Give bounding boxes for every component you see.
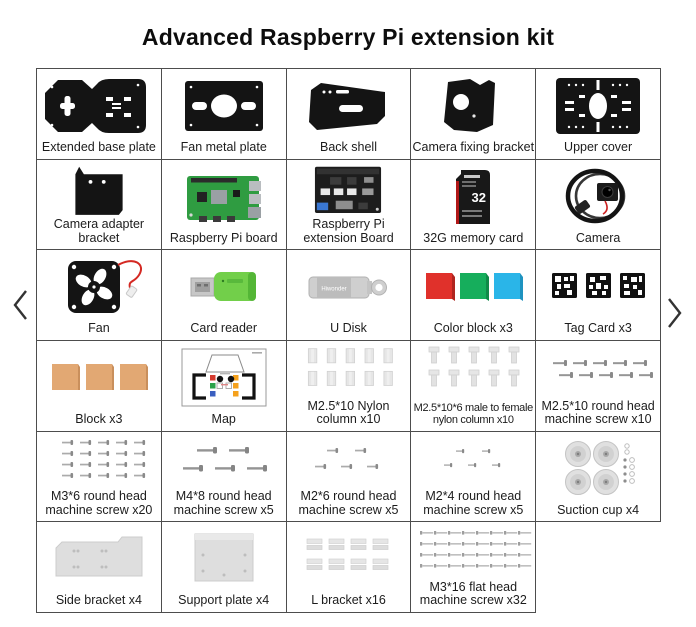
support-plate-image bbox=[162, 522, 286, 594]
m3x6-screw-image bbox=[37, 432, 161, 491]
memory-card-image: 32 bbox=[411, 160, 535, 232]
l-bracket-image bbox=[287, 522, 411, 594]
chevron-left-icon bbox=[13, 290, 27, 320]
kit-item-m2x6-screw: M2*6 round head machine screw x5 bbox=[286, 431, 412, 523]
nylon-column-image bbox=[287, 341, 411, 400]
kit-item-label: Back shell bbox=[320, 140, 377, 155]
kit-item-l-bracket: L bracket x16 bbox=[286, 522, 412, 613]
fan-metal-plate-image bbox=[162, 69, 286, 141]
card-reader-image bbox=[162, 250, 286, 322]
kit-item-label: 32G memory card bbox=[423, 230, 524, 245]
kit-item-camera-fixing-bracket: Camera fixing bracket bbox=[411, 69, 537, 160]
kit-item-m3x16-screw: M3*16 flat head machine screw x32 bbox=[411, 522, 537, 613]
kit-item-label: Camera fixing bracket bbox=[412, 140, 535, 155]
kit-item-label: Raspberry Pi extension Board bbox=[303, 217, 394, 245]
m2x6-screw-image bbox=[287, 432, 411, 491]
camera-adapter-bracket-image bbox=[37, 160, 161, 219]
kit-item-back-shell: Back shell bbox=[286, 69, 412, 160]
kit-item-camera-adapter-bracket: Camera adapter bracket bbox=[37, 159, 162, 251]
kit-item-label: Raspberry Pi board bbox=[169, 230, 278, 245]
kit-item-tag-card: Tag Card x3 bbox=[536, 250, 661, 341]
side-bracket-image bbox=[37, 522, 161, 594]
kit-item-label: M2.5*10 Nylon column x10 bbox=[307, 398, 390, 427]
kit-item-u-disk: Hiwonder U Disk bbox=[286, 250, 412, 341]
kit-item-label: M4*8 round head machine screw x5 bbox=[173, 489, 274, 517]
kit-item-raspberry-pi-board: Raspberry Pi board bbox=[161, 159, 287, 251]
kit-item-label: Camera bbox=[575, 230, 621, 245]
kit-item-m3x6-screw: M3*6 round head machine screw x20 bbox=[37, 431, 162, 523]
kit-item-label: L bracket x16 bbox=[311, 593, 386, 608]
empty-cell bbox=[536, 522, 661, 613]
kit-item-label: Card reader bbox=[190, 321, 258, 336]
raspberry-pi-board-image bbox=[162, 160, 286, 232]
mf-nylon-column-image bbox=[411, 341, 535, 403]
kit-item-map: Map bbox=[161, 340, 287, 432]
kit-item-label: U Disk bbox=[330, 321, 367, 336]
tag-card-image bbox=[536, 250, 660, 322]
chevron-right-icon bbox=[668, 298, 682, 328]
svg-text:Hiwonder: Hiwonder bbox=[322, 287, 347, 293]
kit-item-label: Block x3 bbox=[75, 412, 123, 427]
kit-item-label: M3*6 round head machine screw x20 bbox=[45, 489, 153, 517]
kit-item-label: M2.5*10 round head machine screw x10 bbox=[541, 398, 655, 427]
kit-item-label: Upper cover bbox=[564, 140, 633, 155]
page-title: Advanced Raspberry Pi extension kit bbox=[141, 24, 555, 50]
kit-item-label: M2.5*10*6 male to female nylon column x1… bbox=[413, 401, 534, 426]
kit-item-label: M2*4 round head machine screw x5 bbox=[423, 489, 524, 517]
fan-image bbox=[37, 250, 161, 322]
m2-5x10-screw-image bbox=[536, 341, 660, 400]
u-disk-image: Hiwonder bbox=[287, 250, 411, 322]
kit-item-fan: Fan bbox=[37, 250, 162, 341]
kit-item-label: Fan bbox=[88, 321, 110, 336]
extended-base-plate-image bbox=[37, 69, 161, 141]
kit-item-fan-metal-plate: Fan metal plate bbox=[161, 69, 287, 160]
parts-grid: Extended base plate Fan metal plate bbox=[36, 68, 661, 613]
kit-item-memory-card: 32 32G memory card bbox=[411, 159, 537, 251]
camera-fixing-bracket-image bbox=[411, 69, 535, 141]
kit-item-mf-nylon-column: M2.5*10*6 male to female nylon column x1… bbox=[411, 340, 537, 432]
kit-item-support-plate: Support plate x4 bbox=[161, 522, 287, 613]
kit-item-label: Tag Card x3 bbox=[564, 321, 632, 336]
kit-item-label: M3*16 flat head machine screw x32 bbox=[419, 579, 527, 608]
kit-item-card-reader: Card reader bbox=[161, 250, 287, 341]
kit-item-side-bracket: Side bracket x4 bbox=[37, 522, 162, 613]
color-block-image bbox=[411, 250, 535, 322]
kit-item-label: Fan metal plate bbox=[180, 140, 267, 155]
carousel-prev-button[interactable] bbox=[9, 287, 33, 323]
kit-item-color-block: Color block x3 bbox=[411, 250, 537, 341]
kit-item-m4x8-screw: M4*8 round head machine screw x5 bbox=[161, 431, 287, 523]
kit-item-label: Extended base plate bbox=[41, 140, 156, 155]
m4x8-screw-image bbox=[162, 432, 286, 491]
kit-item-upper-cover: Upper cover bbox=[536, 69, 661, 160]
kit-item-label: M2*6 round head machine screw x5 bbox=[298, 489, 399, 517]
kit-item-label: Camera adapter bracket bbox=[53, 217, 145, 245]
kit-item-label: Side bracket x4 bbox=[55, 593, 142, 608]
kit-item-extended-base-plate: Extended base plate bbox=[37, 69, 162, 160]
svg-text:32: 32 bbox=[472, 190, 486, 205]
upper-cover-image bbox=[536, 69, 660, 141]
kit-item-camera: Camera bbox=[536, 159, 661, 251]
raspberry-pi-extension-board-image bbox=[287, 160, 411, 219]
suction-cup-image bbox=[536, 432, 660, 504]
m3x16-screw-image bbox=[411, 522, 535, 581]
map-image bbox=[162, 341, 286, 413]
back-shell-image bbox=[287, 69, 411, 141]
kit-item-m2-5x10-screw: M2.5*10 round head machine screw x10 bbox=[536, 340, 661, 432]
kit-item-nylon-column: M2.5*10 Nylon column x10 bbox=[286, 340, 412, 432]
m2x4-screw-image bbox=[411, 432, 535, 491]
block-image bbox=[37, 341, 161, 413]
kit-item-label: Suction cup x4 bbox=[557, 502, 640, 517]
carousel-next-button[interactable] bbox=[662, 295, 686, 331]
kit-item-label: Support plate x4 bbox=[178, 593, 270, 608]
camera-image bbox=[536, 160, 660, 232]
kit-item-m2x4-screw: M2*4 round head machine screw x5 bbox=[411, 431, 537, 523]
kit-item-raspberry-pi-extension-board: Raspberry Pi extension Board bbox=[286, 159, 412, 251]
kit-item-label: Color block x3 bbox=[433, 321, 513, 336]
kit-item-label: Map bbox=[211, 412, 236, 427]
kit-item-suction-cup: Suction cup x4 bbox=[536, 431, 661, 523]
kit-item-block: Block x3 bbox=[37, 340, 162, 432]
